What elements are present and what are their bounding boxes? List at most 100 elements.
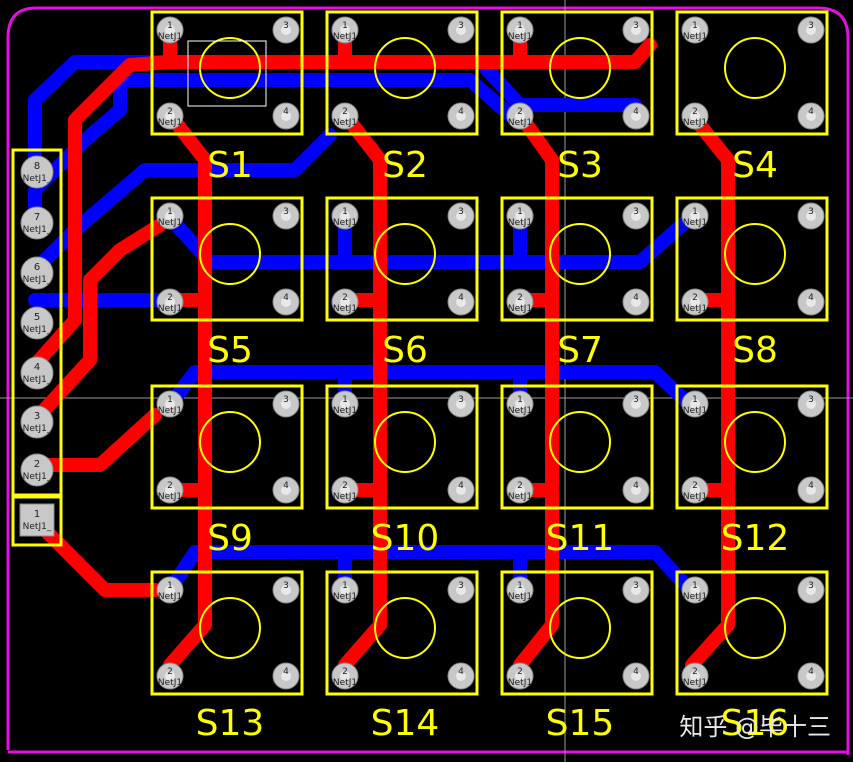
switch-label: S1 <box>207 145 253 186</box>
pad-number: 1 <box>342 207 348 217</box>
header-pin-number: 4 <box>34 362 40 373</box>
pad-hole <box>340 211 350 221</box>
pad-number: 1 <box>342 21 348 31</box>
switch-outline <box>325 570 479 696</box>
switch-actuator <box>199 597 261 659</box>
pad-number: 4 <box>633 481 639 491</box>
pad-number: 3 <box>458 207 464 217</box>
pad-number: 4 <box>458 481 464 491</box>
header-outline-pin1 <box>11 495 63 547</box>
header-pad-square <box>19 503 55 537</box>
switch-outline <box>675 384 829 510</box>
pad-net-label: NetJ1 <box>158 406 182 416</box>
switch-label: S2 <box>382 145 428 186</box>
pad-hole <box>515 297 525 307</box>
switch-actuator <box>724 411 786 473</box>
pad-net-label: NetJ1 <box>508 592 532 602</box>
header-net-label: NetJ1_ <box>23 225 52 235</box>
pad-hole <box>690 485 700 495</box>
pad-hole <box>690 211 700 221</box>
header-net-label: NetJ1_ <box>23 174 52 184</box>
header-pin-number: 3 <box>34 411 40 422</box>
pad-number: 2 <box>167 107 173 117</box>
pad-number: 4 <box>808 293 814 303</box>
pad-number: 3 <box>808 581 814 591</box>
pad-hole <box>456 399 466 409</box>
pad-hole <box>690 671 700 681</box>
pad-hole <box>165 485 175 495</box>
pad-hole <box>690 585 700 595</box>
pad-hole <box>690 297 700 307</box>
pad-number: 1 <box>517 21 523 31</box>
pad-number: 3 <box>633 581 639 591</box>
switch-outline <box>500 384 654 510</box>
pad-hole <box>165 671 175 681</box>
pad-hole <box>631 111 641 121</box>
pad-net-label: NetJ1 <box>333 492 357 502</box>
pad-number: 2 <box>692 481 698 491</box>
pad-hole <box>806 25 816 35</box>
header-pin-number: 6 <box>34 262 40 273</box>
pad-number: 3 <box>633 207 639 217</box>
pad-number: 4 <box>808 107 814 117</box>
pad-hole <box>281 297 291 307</box>
switch-outline <box>500 196 654 322</box>
pad-hole <box>340 399 350 409</box>
pad-net-label: NetJ1 <box>508 678 532 688</box>
pad-hole <box>631 297 641 307</box>
pad-hole <box>515 671 525 681</box>
switch-actuator <box>724 597 786 659</box>
switch-grid: 1NetJ12NetJ134S11NetJ12NetJ134S21NetJ12N… <box>150 10 829 744</box>
pad-net-label: NetJ1 <box>683 492 707 502</box>
switch-outline <box>675 196 829 322</box>
pad-number: 3 <box>283 395 289 405</box>
pad-net-label: NetJ1 <box>158 218 182 228</box>
pad-number: 1 <box>167 581 173 591</box>
pad-number: 3 <box>283 207 289 217</box>
pad-hole <box>165 111 175 121</box>
pad-hole <box>631 399 641 409</box>
pad-hole <box>515 111 525 121</box>
switch-actuator <box>199 223 261 285</box>
switch-label: S4 <box>732 145 778 186</box>
pad-hole <box>165 585 175 595</box>
pad-number: 1 <box>167 395 173 405</box>
header-net-label: NetJ1_ <box>23 275 52 285</box>
pad-number: 3 <box>808 21 814 31</box>
switch-actuator <box>374 223 436 285</box>
pad-number: 2 <box>517 293 523 303</box>
pad-number: 4 <box>808 667 814 677</box>
pad-net-label: NetJ1 <box>683 592 707 602</box>
pad-hole <box>806 671 816 681</box>
switch-outline <box>675 10 829 136</box>
pad-number: 4 <box>633 293 639 303</box>
pad-number: 4 <box>283 481 289 491</box>
pad-number: 4 <box>808 481 814 491</box>
pad-hole <box>456 485 466 495</box>
pad-net-label: NetJ1 <box>683 32 707 42</box>
pad-hole <box>281 211 291 221</box>
pad-hole <box>165 399 175 409</box>
pad-hole <box>456 25 466 35</box>
pad-number: 4 <box>633 667 639 677</box>
pad-net-label: NetJ1 <box>683 218 707 228</box>
switch-label: S6 <box>382 330 428 371</box>
switch-actuator <box>374 411 436 473</box>
pad-number: 4 <box>283 667 289 677</box>
pad-hole <box>515 25 525 35</box>
switch-outline <box>150 10 304 136</box>
switch-actuator <box>549 37 611 99</box>
pad-number: 1 <box>517 395 523 405</box>
switch-outline <box>675 570 829 696</box>
pad-number: 3 <box>458 395 464 405</box>
pad-hole <box>515 485 525 495</box>
pad-hole <box>806 111 816 121</box>
pad-number: 2 <box>517 481 523 491</box>
